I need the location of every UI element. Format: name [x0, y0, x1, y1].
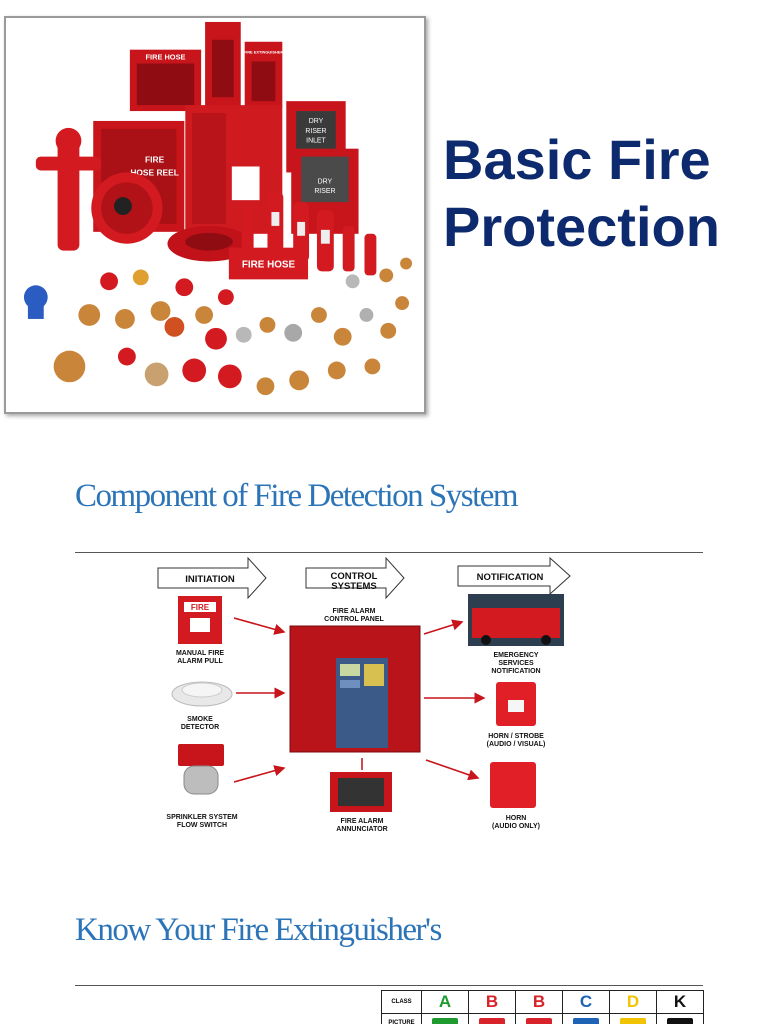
class-c-icon — [573, 1018, 599, 1024]
class-d-cell: D — [609, 990, 657, 1014]
control-panel-label-2: CONTROL PANEL — [324, 616, 384, 623]
class-a-icon — [432, 1018, 458, 1024]
class-b-icon — [526, 1018, 552, 1024]
control-panel-label-1: FIRE ALARM — [333, 608, 376, 615]
class-k-icon — [667, 1018, 693, 1024]
extinguisher-cabinet-label: FIRE EXTINGUISHER — [244, 50, 284, 55]
hose-cabinet-label: FIRE HOSE — [146, 53, 186, 62]
table-row: PICTURE — [381, 1013, 704, 1024]
class-k-cell: K — [656, 990, 704, 1014]
fire-hose-banner-label: FIRE HOSE — [242, 259, 296, 270]
dry-riser-box-label-2: RISER — [314, 188, 335, 195]
manual-pull-label-2: ALARM PULL — [177, 658, 223, 665]
horn-icon — [490, 762, 536, 808]
horn-strobe-label-1: HORN / STROBE — [488, 733, 544, 740]
flow-switch-icon — [178, 744, 224, 766]
emergency-label-3: NOTIFICATION — [491, 668, 540, 675]
class-c-picture — [562, 1013, 610, 1024]
dry-riser-box-label-1: DRY — [318, 178, 333, 185]
control-systems-arrow: CONTROL SYSTEMS — [305, 556, 405, 600]
smoke-detector-label-2: DETECTOR — [181, 724, 219, 731]
horn-label-1: HORN — [506, 815, 527, 822]
notification-label: NOTIFICATION — [477, 572, 544, 583]
dry-riser-label-3: INLET — [306, 138, 326, 145]
fire-equipment-collage: FIRE HOSE FIRE EXTINGUISHER DRY RISER IN… — [23, 21, 412, 396]
class-d-picture — [609, 1013, 657, 1024]
flow-switch-label-2: FLOW SWITCH — [177, 822, 227, 829]
section-heading-detection: Component of Fire Detection System — [75, 478, 519, 514]
class-b-picture — [468, 1013, 516, 1024]
class-a-cell: A — [421, 990, 469, 1014]
page-title: Basic Fire Protection — [443, 128, 720, 258]
initiation-arrow: INITIATION — [157, 556, 267, 600]
hose-reel-label-1: FIRE — [145, 155, 165, 165]
class-b-cell: B — [515, 990, 563, 1014]
extinguisher-icon — [241, 208, 254, 252]
annunciator-label-1: FIRE ALARM — [341, 818, 384, 825]
class-b-icon — [479, 1018, 505, 1024]
class-row-label: CLASS — [381, 990, 422, 1014]
smoke-detector-label-1: SMOKE — [187, 716, 213, 723]
dry-riser-label-1: DRY — [309, 118, 324, 125]
extinguisher-icon — [342, 225, 355, 272]
emergency-label-2: SERVICES — [498, 660, 534, 667]
class-b-picture — [515, 1013, 563, 1024]
dry-riser-label-2: RISER — [305, 128, 326, 135]
class-a-picture — [421, 1013, 469, 1024]
flow-switch-label-1: SPRINKLER SYSTEM — [166, 814, 237, 821]
horn-label-2: (AUDIO ONLY) — [492, 823, 540, 830]
section-divider — [75, 552, 703, 553]
class-b-cell: B — [468, 990, 516, 1014]
manual-pull-label-1: MANUAL FIRE — [176, 650, 224, 657]
connector-arrows — [233, 617, 486, 783]
picture-row-label: PICTURE — [381, 1013, 422, 1024]
table-row: CLASS A B B C D K — [381, 990, 704, 1014]
class-d-icon — [620, 1018, 646, 1024]
valves-fittings — [23, 257, 412, 396]
annunciator-label-2: ANNUNCIATOR — [336, 826, 387, 833]
extinguisher-class-table: CLASS A B B C D K PICTURE — [381, 990, 704, 1024]
pull-station-sign: FIRE — [191, 603, 210, 612]
class-c-cell: C — [562, 990, 610, 1014]
section-heading-extinguishers: Know Your Fire Extinguisher's — [75, 912, 442, 948]
section-divider — [75, 985, 703, 986]
initiation-label: INITIATION — [185, 574, 235, 585]
hose-reel-label-2: HOSE REEL — [130, 167, 179, 177]
emergency-label-1: EMERGENCY — [493, 652, 538, 659]
extinguisher-icon — [364, 233, 377, 276]
hero-image: FIRE HOSE FIRE EXTINGUISHER DRY RISER IN… — [4, 16, 426, 414]
horn-strobe-label-2: (AUDIO / VISUAL) — [487, 741, 546, 748]
control-label-1: CONTROL — [331, 571, 378, 582]
class-k-picture — [656, 1013, 704, 1024]
control-label-2: SYSTEMS — [331, 581, 376, 592]
notification-arrow: NOTIFICATION — [457, 556, 571, 596]
fire-detection-diagram: INITIATION CONTROL SYSTEMS NOTIFICATION … — [150, 556, 580, 836]
